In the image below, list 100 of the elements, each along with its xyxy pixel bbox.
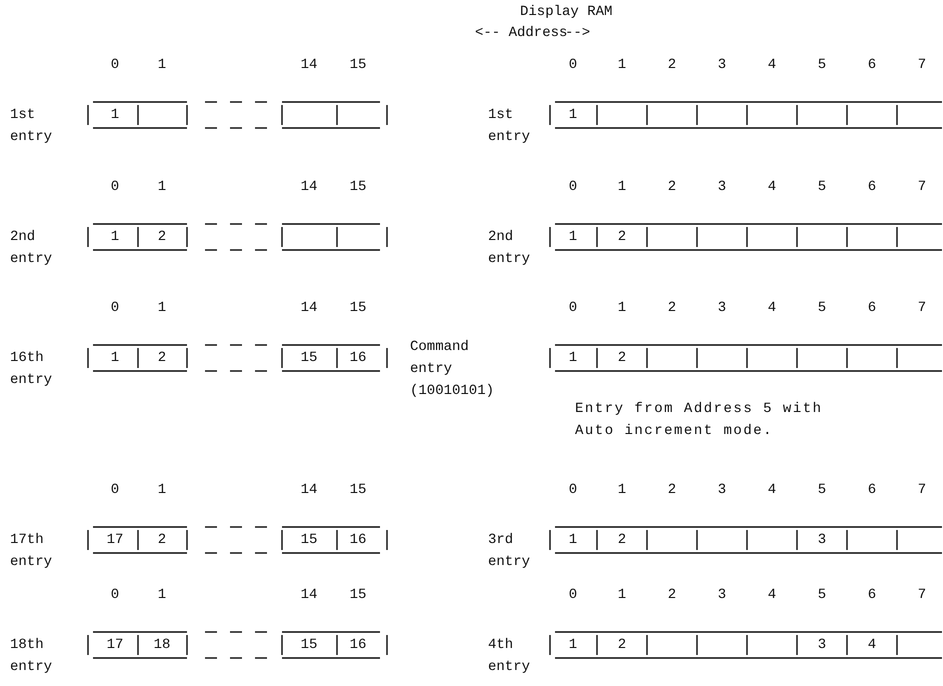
address-number: 1 [158,299,166,318]
cell-value: 16 [350,349,366,368]
address-number: 14 [300,586,318,605]
address-number: 5 [818,56,826,75]
cell-value: 2 [618,636,626,655]
address-number: 1 [158,178,166,197]
address-number: 1 [618,586,626,605]
address-number: 0 [568,481,578,500]
cell-value: 16 [350,636,366,655]
address-number: 7 [918,586,926,605]
cell-value: 15 [300,636,318,655]
address-number: 15 [350,481,366,500]
address-number: 5 [818,299,826,318]
cell-value: 15 [300,349,318,368]
row-label: 18th entry [10,636,54,677]
row-label: 1st entry [488,106,532,147]
cell-value: 2 [158,531,166,550]
cell-value: 16 [350,531,366,550]
address-number: 6 [868,299,876,318]
cell-value: 2 [158,228,166,247]
address-number: 2 [668,178,676,197]
address-number: 2 [668,299,676,318]
address-number: 14 [300,299,318,318]
cell-value: 3 [818,531,826,550]
address-number: 6 [868,586,876,605]
cell-value: 1 [110,349,120,368]
cell-value: 15 [300,531,318,550]
address-number: 15 [350,586,366,605]
axis-caption: <-- Address [475,24,568,43]
address-number: 4 [768,481,776,500]
cell-value: 18 [154,636,170,655]
address-number: 0 [568,56,578,75]
address-number: 7 [918,481,926,500]
cell-value: 2 [618,349,626,368]
address-number: 0 [110,56,120,75]
row-label: 2nd entry [488,228,532,269]
address-number: 1 [618,299,626,318]
address-number: 7 [918,299,926,318]
address-number: 0 [568,299,578,318]
address-number: 0 [568,586,578,605]
address-number: 3 [718,56,726,75]
address-number: 15 [350,56,366,75]
address-number: 0 [110,178,120,197]
cell-value: 2 [618,531,626,550]
address-number: 1 [618,56,626,75]
address-number: 3 [718,481,726,500]
address-number: 1 [158,481,166,500]
row-label: 2nd entry [10,228,54,269]
cell-value: 4 [868,636,876,655]
address-number: 0 [110,586,120,605]
address-number: 5 [818,586,826,605]
address-number: 5 [818,178,826,197]
cell-value: 2 [618,228,626,247]
address-number: 14 [300,481,318,500]
address-number: 14 [300,56,318,75]
address-number: 1 [158,56,166,75]
cell-value: 1 [568,349,578,368]
address-number: 6 [868,481,876,500]
row-label: 4th entry [488,636,532,677]
heading: Display RAM [520,3,612,22]
cell-value: 2 [158,349,166,368]
address-number: 15 [350,178,366,197]
address-number: 3 [718,299,726,318]
address-number: 7 [918,56,926,75]
address-number: 4 [768,299,776,318]
address-number: 14 [300,178,318,197]
cell-value: 1 [110,228,120,247]
address-number: 4 [768,586,776,605]
address-number: 6 [868,178,876,197]
row-label: 17th entry [10,531,54,572]
address-number: 1 [618,481,626,500]
address-number: 2 [668,56,676,75]
cell-value: 1 [568,531,578,550]
address-number: 2 [668,481,676,500]
address-number: 7 [918,178,926,197]
address-number: 2 [668,586,676,605]
row-label: 16th entry [10,349,54,390]
cell-value: 1 [568,636,578,655]
row-label: 1st entry [10,106,54,147]
address-number: 3 [718,178,726,197]
note: Entry from Address 5 with Auto increment mode. [575,400,824,441]
row-label: 3rd entry [488,531,532,572]
address-number: 0 [110,299,120,318]
cell-value: 1 [110,106,120,125]
address-number: 1 [618,178,626,197]
cell-value: 17 [106,636,124,655]
address-number: 1 [158,586,166,605]
address-number: 0 [568,178,578,197]
address-number: 4 [768,56,776,75]
address-number: 15 [350,299,366,318]
address-number: 4 [768,178,776,197]
address-number: 6 [868,56,876,75]
command-label: Command entry (10010101) [410,338,496,401]
address-number: 0 [110,481,120,500]
direction-arrow: --> [565,24,590,43]
cell-value: 1 [568,106,578,125]
cell-value: 1 [568,228,578,247]
cell-value: 3 [818,636,826,655]
address-number: 5 [818,481,826,500]
cell-value: 17 [106,531,124,550]
